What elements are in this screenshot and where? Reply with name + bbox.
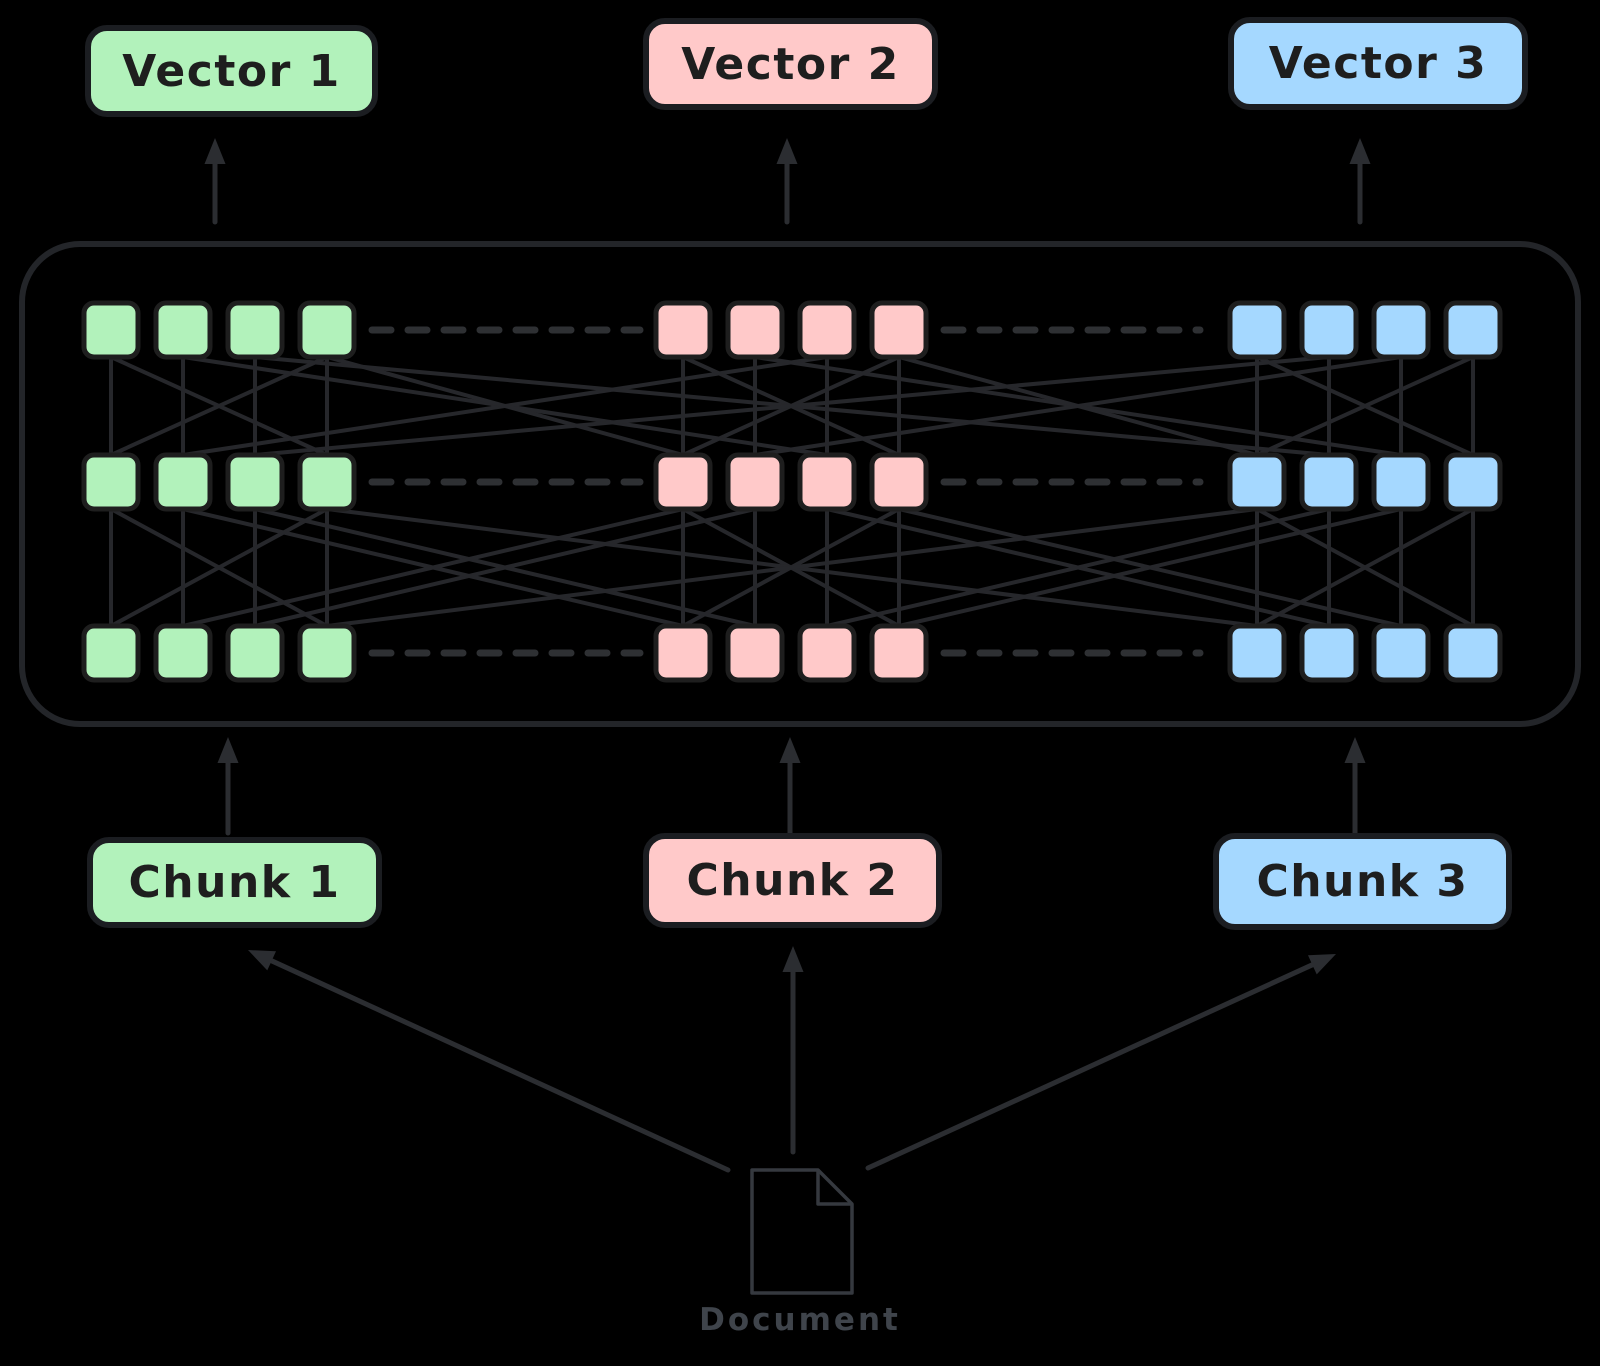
- chunk-2-tokens-square: [869, 452, 929, 512]
- attention-line: [1256, 507, 1474, 628]
- chunk-3-tokens-square: [1371, 452, 1431, 512]
- chunk-2-tokens-square: [869, 300, 929, 360]
- vector-1-label: Vector 1: [85, 25, 378, 117]
- document-to-chunk-3-arrow-shaft: [865, 962, 1315, 1171]
- chunk-2-tokens-square: [653, 452, 713, 512]
- chunk-2-tokens-square: [653, 300, 713, 360]
- attention-line: [898, 355, 1258, 457]
- chunk-2-tokens-square: [797, 300, 857, 360]
- chunk-2-label: Chunk 2: [643, 833, 942, 928]
- chunk-3-tokens-square: [1227, 452, 1287, 512]
- attention-line: [826, 507, 1330, 628]
- chunk-2-tokens-square: [725, 452, 785, 512]
- attention-line: [254, 507, 756, 628]
- chunk-1-tokens-square: [297, 300, 357, 360]
- vector-2-label: Vector 2: [643, 18, 938, 110]
- document-label: Document: [699, 1302, 901, 1338]
- chunk-1-tokens-square: [225, 623, 285, 683]
- chunk-1-tokens-square: [81, 623, 141, 683]
- vector-2-arrow-head: [776, 138, 798, 164]
- chunk-1-tokens-square: [153, 300, 213, 360]
- chunk-3-tokens-square: [1371, 300, 1431, 360]
- chunk-3-tokens-square: [1443, 623, 1503, 683]
- encoder-box: [19, 241, 1581, 727]
- chunk-1-tokens-square: [81, 452, 141, 512]
- chunk-3-tokens-square: [1443, 452, 1503, 512]
- chunk-2-tokens-square: [653, 623, 713, 683]
- chunk-2-tokens-square: [797, 623, 857, 683]
- chunk-1-tokens-square: [153, 452, 213, 512]
- attention-line: [326, 355, 684, 457]
- chunk-2-tokens-square: [869, 623, 929, 683]
- document-to-chunk-1-arrow-head: [248, 950, 277, 971]
- chunk-2-tokens-square: [725, 300, 785, 360]
- vector-3-arrow-head: [1349, 138, 1371, 164]
- chunk-2-tokens-square: [725, 623, 785, 683]
- chunk-1-tokens-square: [297, 452, 357, 512]
- chunk-2-arrow-head: [779, 737, 801, 763]
- attention-line: [182, 507, 684, 628]
- chunk-3-tokens-square: [1227, 300, 1287, 360]
- chunk-1-tokens-square: [81, 300, 141, 360]
- chunk-3-tokens-square: [1299, 452, 1359, 512]
- chunk-3-tokens-square: [1371, 623, 1431, 683]
- document-icon: [750, 1168, 854, 1295]
- attention-line: [254, 355, 1330, 457]
- document-to-chunk-2-arrow-head: [782, 946, 804, 972]
- chunk-3-arrow-head: [1344, 737, 1366, 763]
- chunk-1-label: Chunk 1: [87, 837, 382, 928]
- chunk-1-tokens-square: [297, 623, 357, 683]
- document-to-chunk-3-arrow-head: [1307, 954, 1336, 975]
- chunk-3-tokens-square: [1299, 623, 1359, 683]
- vector-1-arrow-head: [204, 138, 226, 164]
- attention-line: [898, 507, 1402, 628]
- chunk-1-tokens-square: [153, 623, 213, 683]
- attention-line: [326, 507, 1258, 628]
- document-to-chunk-1-arrow-shaft: [269, 958, 731, 1173]
- chunk-2-tokens-square: [797, 452, 857, 512]
- chunk-3-tokens-square: [1443, 300, 1503, 360]
- vector-3-label: Vector 3: [1228, 17, 1528, 110]
- chunk-3-tokens-square: [1227, 623, 1287, 683]
- chunk-3-label: Chunk 3: [1213, 833, 1512, 930]
- document-icon-fold: [816, 1170, 852, 1206]
- chunk-1-tokens-square: [225, 300, 285, 360]
- chunk-1-arrow-head: [217, 737, 239, 763]
- attention-line: [110, 507, 328, 628]
- chunk-1-tokens-square: [225, 452, 285, 512]
- chunk-3-tokens-square: [1299, 300, 1359, 360]
